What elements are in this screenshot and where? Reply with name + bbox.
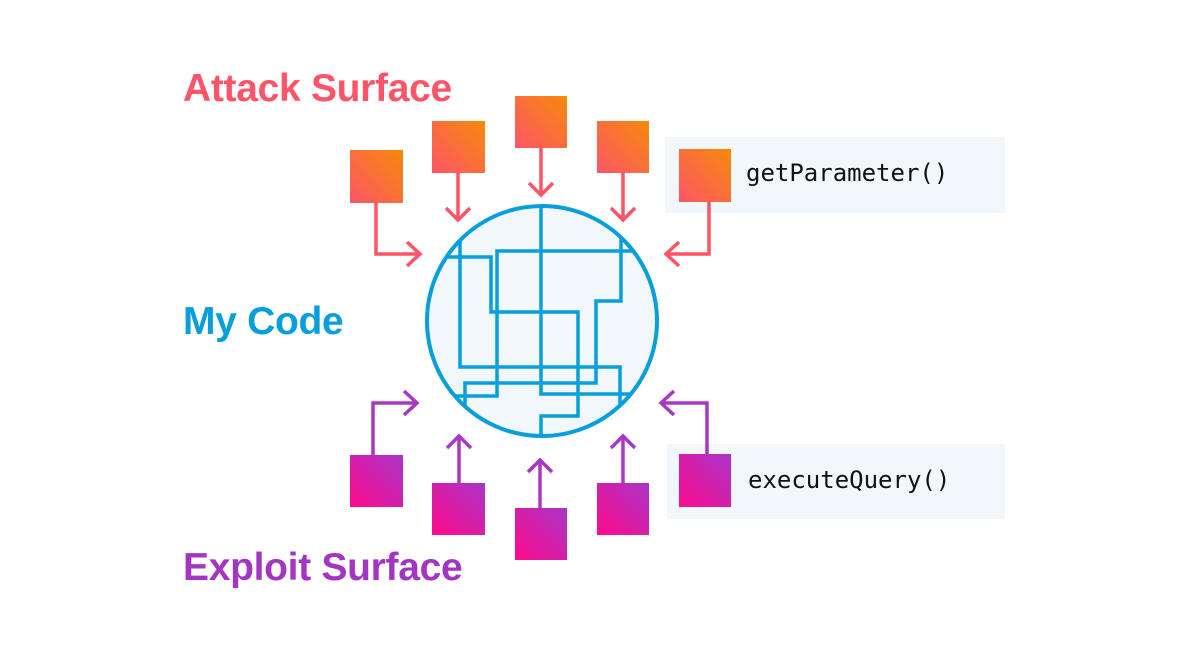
code-paths <box>440 206 657 436</box>
code-path-3 <box>539 206 657 396</box>
attack-surface-label: Attack Surface <box>183 67 452 110</box>
attack-sources <box>350 96 731 203</box>
exploit-sink-3 <box>515 508 567 560</box>
attack-source-get-parameter <box>679 149 731 202</box>
attack-source-3 <box>515 96 567 148</box>
my-code-label: My Code <box>183 300 344 343</box>
attack-source-1 <box>350 150 403 203</box>
attack-arrow-2 <box>444 173 472 223</box>
attack-source-2 <box>432 121 485 173</box>
get-parameter-text: getParameter() <box>746 159 949 187</box>
exploit-surface-label: Exploit Surface <box>183 546 463 589</box>
exploit-arrow-5 <box>658 389 709 454</box>
exploit-sink-execute-query <box>679 454 731 507</box>
attack-arrow-5 <box>663 202 711 268</box>
exploit-sink-1 <box>350 455 403 507</box>
code-path-2 <box>440 255 580 436</box>
attack-source-4 <box>597 121 649 173</box>
exploit-arrow-3 <box>526 457 554 508</box>
attack-arrows <box>374 148 711 268</box>
exploit-sink-2 <box>432 483 485 535</box>
attack-arrow-3 <box>527 148 555 198</box>
exploit-sink-4 <box>597 483 649 535</box>
exploit-sinks <box>350 454 731 560</box>
code-path-4 <box>440 249 657 398</box>
exploit-arrow-1 <box>371 389 420 455</box>
exploit-arrows <box>371 389 709 508</box>
exploit-arrow-2 <box>445 433 473 483</box>
attack-arrow-4 <box>609 173 637 223</box>
code-path-5 <box>463 206 623 436</box>
execute-query-text: executeQuery() <box>748 466 951 494</box>
attack-arrow-1 <box>374 203 423 268</box>
exploit-arrow-4 <box>609 433 637 483</box>
